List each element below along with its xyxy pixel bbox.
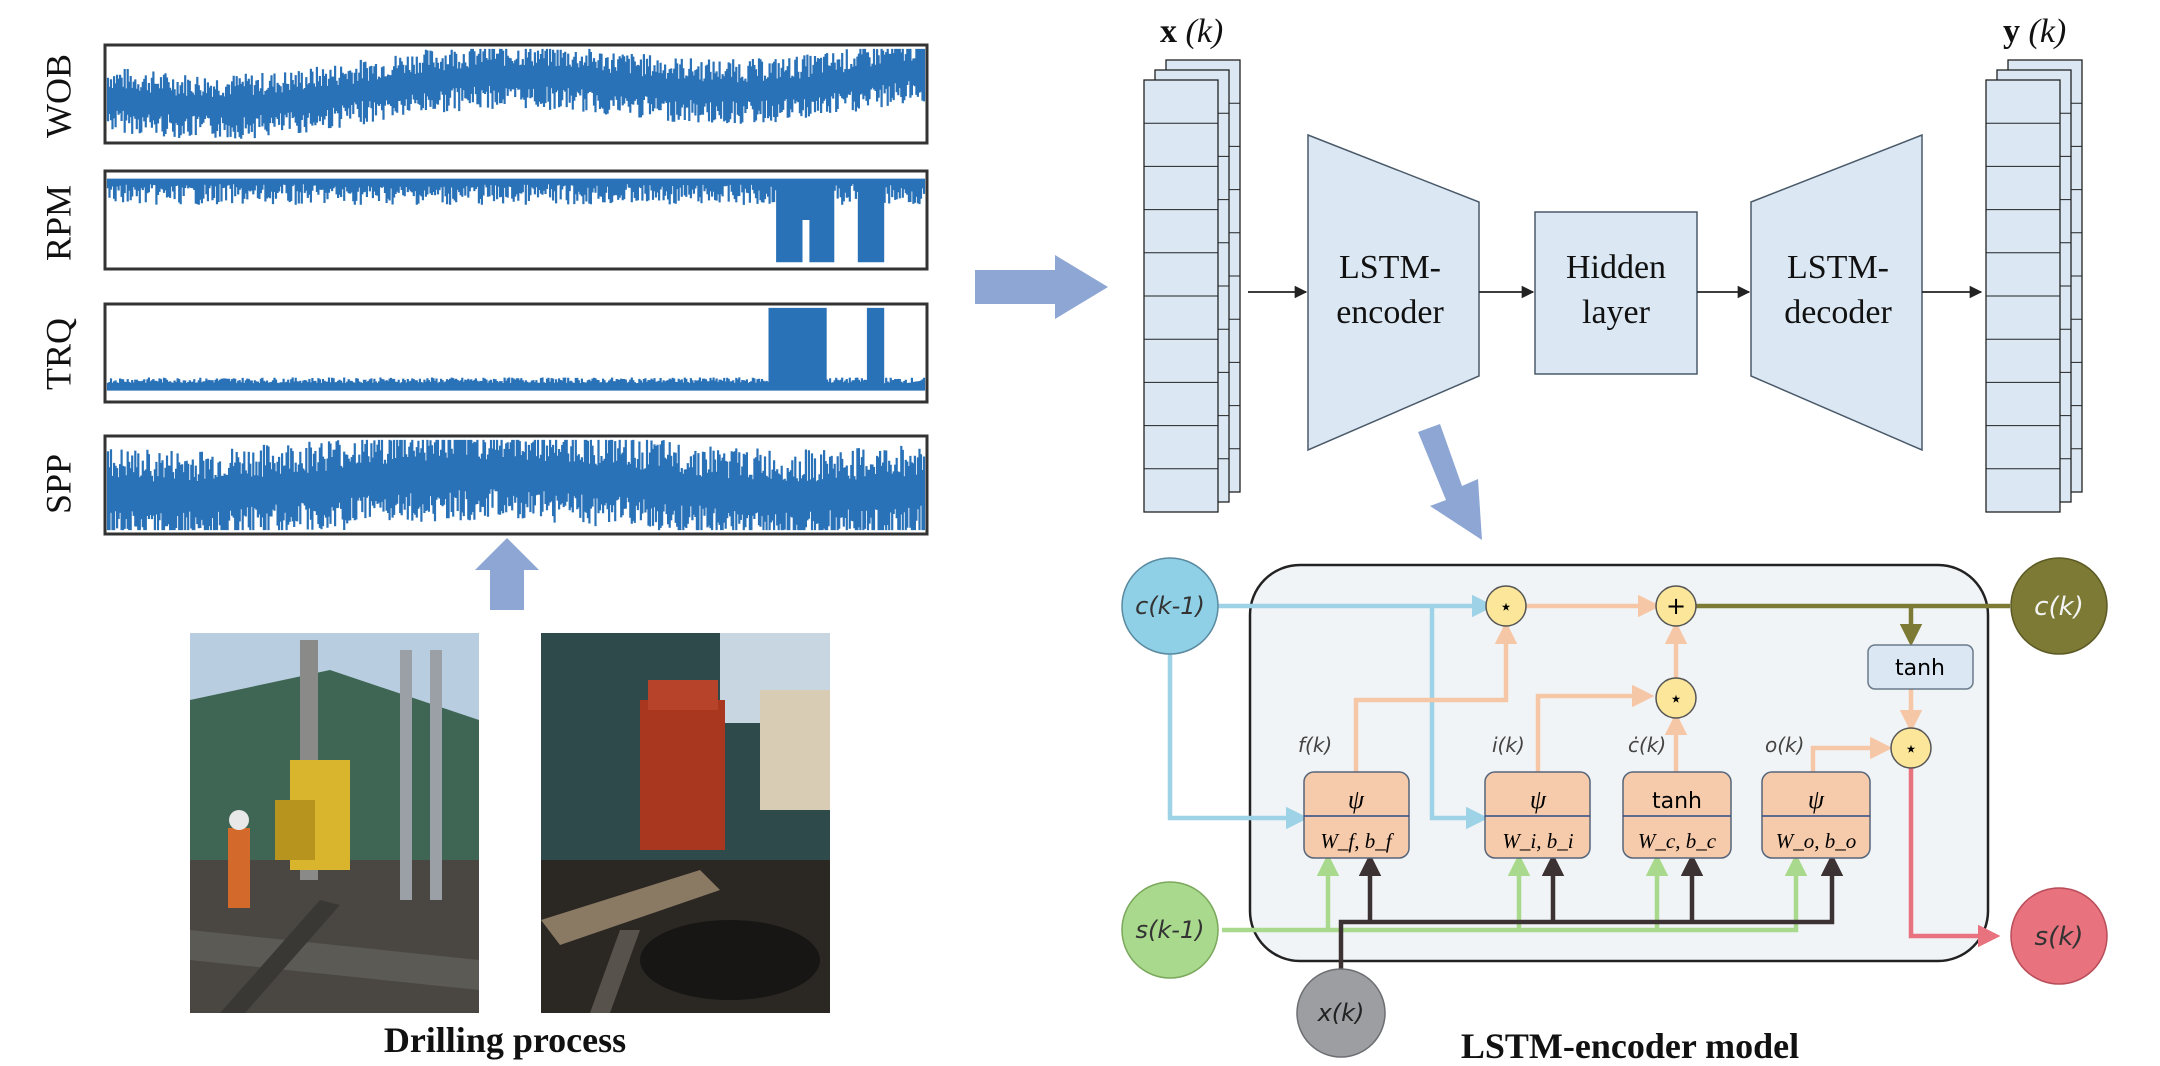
node-x-in-label: x(k) [1317,999,1365,1027]
node-x-in: x(k) [1296,968,1386,1058]
signal-panel-trq: TRQ [38,302,929,404]
encoder-label-1: LSTM- [1339,249,1441,286]
op-mult-forget-symbol: ⋆ [1499,595,1513,620]
signal-trace-wob [106,48,926,139]
gate-candidate-params: W_c, b_c [1638,829,1717,853]
encoder-label-2: encoder [1336,294,1444,331]
node-s-next: s(k) [2010,887,2108,985]
input-stack [1143,59,1241,513]
node-s-prev-label: s(k-1) [1135,916,1204,944]
node-s-prev: s(k-1) [1121,881,1219,979]
gate-candidate-label: ċ(k) [1628,733,1666,757]
signal-panel-spp: SPP [38,434,929,536]
output-stack [1985,59,2083,513]
op-add-symbol: + [1666,592,1686,620]
op-mult-input-symbol: ⋆ [1669,687,1683,712]
op-add: + [1655,585,1697,627]
gate-forget: ψ W_f, b_f f(k) [1298,733,1410,859]
gate-output-params: W_o, b_o [1776,829,1857,853]
gate-output-func: ψ [1808,785,1825,814]
tanh-output-label: tanh [1895,656,1945,681]
signal-label-rpm: RPM [38,185,78,261]
signal-panel-rpm: RPM [38,169,929,271]
hidden-label-2: layer [1582,294,1651,331]
gate-forget-params: W_f, b_f [1320,829,1394,853]
node-c-next-label: c(k) [2034,592,2084,622]
signal-trace-trq [106,307,926,391]
cell-connections [1167,594,2010,970]
node-s-next-label: s(k) [2035,922,2084,952]
gate-input-func: ψ [1530,785,1547,814]
caption-drilling-process: Drilling process [384,1020,626,1060]
gate-output: ψ W_o, b_o o(k) [1761,733,1871,859]
gate-candidate: tanh W_c, b_c ċ(k) [1622,733,1732,859]
decoder-label-2: decoder [1784,294,1892,331]
tanh-output-box: tanh [1867,644,1974,690]
lstm-encoder-block [1307,133,1480,452]
signal-trace-line [106,178,926,263]
signal-trace-line [106,307,926,391]
gate-forget-func: ψ [1348,785,1365,814]
op-mult-forget: ⋆ [1485,585,1527,627]
op-mult-output: ⋆ [1890,727,1932,769]
output-label: y (k) [2003,13,2066,50]
gate-input: ψ W_i, b_i i(k) [1484,733,1591,859]
signal-panels: WOB RPM TRQ SPP [38,43,929,536]
hidden-label-1: Hidden [1566,249,1666,286]
signal-label-wob: WOB [38,54,78,138]
node-c-prev: c(k-1) [1121,557,1219,655]
op-mult-input: ⋆ [1655,677,1697,719]
node-c-prev-label: c(k-1) [1135,592,1205,620]
signal-trace-line [106,439,926,531]
drilling-photo-pump [541,633,830,1013]
gate-forget-label: f(k) [1298,733,1332,757]
signal-trace-rpm [106,178,926,263]
drilling-photo-rig [190,633,479,1013]
signal-label-trq: TRQ [38,318,78,390]
gate-input-params: W_i, b_i [1502,829,1573,853]
right-arrow-icon [975,255,1108,319]
signal-label-spp: SPP [38,454,78,514]
decoder-label-1: LSTM- [1787,249,1889,286]
node-c-next: c(k) [2010,557,2108,655]
lstm-cell-frame [1248,563,1990,963]
up-arrow-icon [475,538,539,610]
signal-panel-wob: WOB [38,43,929,145]
gate-output-label: o(k) [1765,733,1804,757]
gate-input-label: i(k) [1492,733,1525,757]
lstm-decoder-block [1750,133,1923,452]
down-arrow-icon [1418,424,1482,540]
gate-candidate-func: tanh [1652,789,1702,814]
op-mult-output-symbol: ⋆ [1904,737,1918,762]
signal-trace-spp [106,439,926,531]
caption-lstm-encoder-model: LSTM-encoder model [1461,1026,1799,1066]
input-label: x (k) [1160,13,1223,50]
signal-trace-line [106,48,926,139]
hidden-layer-block [1534,211,1698,375]
